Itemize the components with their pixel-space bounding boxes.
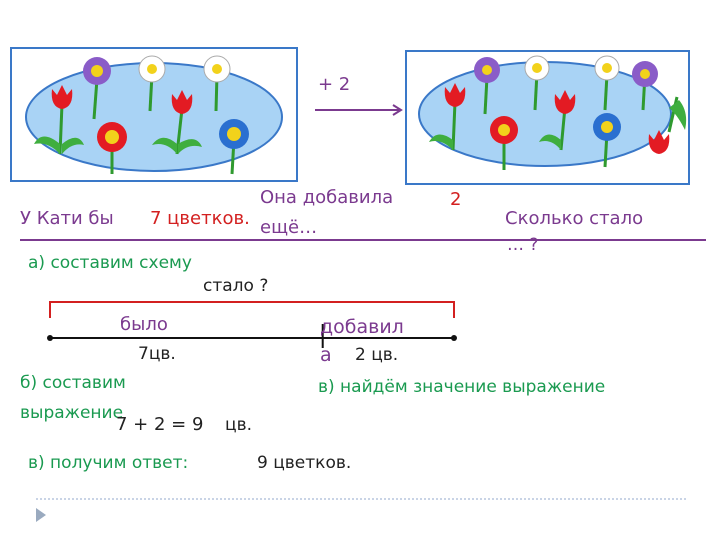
added-text: Она добавила	[260, 187, 394, 208]
arrow-icon	[315, 104, 403, 116]
katya-count: 7 цветков.	[150, 208, 250, 229]
step-c-answer: в) получим ответ:	[28, 453, 189, 473]
expression-formula: 7 + 2 = 9	[116, 414, 204, 435]
segment-start-point	[47, 335, 53, 341]
purple-flower-icon	[632, 61, 658, 87]
blue-flower-icon	[593, 113, 621, 141]
step-b-line1: б) составим	[20, 373, 126, 393]
blue-flower-icon	[219, 119, 249, 149]
tulip-icon	[171, 90, 193, 114]
was-label: было	[120, 314, 168, 335]
purple-flower-icon	[474, 57, 500, 83]
katya-text: У Кати бы	[20, 208, 114, 229]
expression-unit: цв.	[225, 415, 252, 435]
segment-end-point	[451, 335, 457, 341]
answer-text: 9 цветков.	[257, 453, 352, 473]
tulip-icon	[51, 85, 73, 109]
after-meadow-illustration	[418, 55, 687, 170]
added-suffix: ещё…	[260, 217, 318, 238]
divider-line	[20, 239, 706, 241]
tulip-icon	[554, 90, 576, 114]
step-c-find: в) найдём значение выражение	[318, 377, 606, 397]
tulip-icon	[444, 83, 466, 107]
step-b-line2: выражение	[20, 403, 124, 423]
added-label: добавил	[320, 316, 404, 338]
daisy-icon	[203, 55, 231, 83]
question-line2: … ?	[507, 235, 539, 255]
before-meadow-illustration	[25, 55, 283, 175]
nav-triangle-icon[interactable]	[34, 506, 48, 524]
added-count: 2	[450, 189, 462, 210]
was-value: 7цв.	[138, 344, 176, 364]
purple-flower-icon	[83, 57, 111, 85]
daisy-icon	[524, 55, 550, 81]
footer-dotted-line	[36, 498, 686, 500]
after-picture	[405, 50, 690, 185]
daisy-icon	[138, 55, 166, 83]
total-bracket	[49, 301, 455, 318]
step-a: а) составим схему	[28, 253, 192, 273]
added-value: 2 цв.	[355, 345, 399, 365]
scheme-total-label: стало ?	[203, 276, 269, 296]
before-picture	[10, 47, 298, 182]
arrow-label: + 2	[318, 74, 351, 95]
red-flower-icon	[490, 116, 518, 144]
added-label-cont: а	[320, 344, 332, 366]
scheme-diagram	[47, 301, 457, 348]
question-line1: Сколько стало	[505, 208, 644, 229]
tulip-icon	[648, 130, 670, 154]
red-flower-icon	[97, 122, 127, 152]
daisy-icon	[594, 55, 620, 81]
